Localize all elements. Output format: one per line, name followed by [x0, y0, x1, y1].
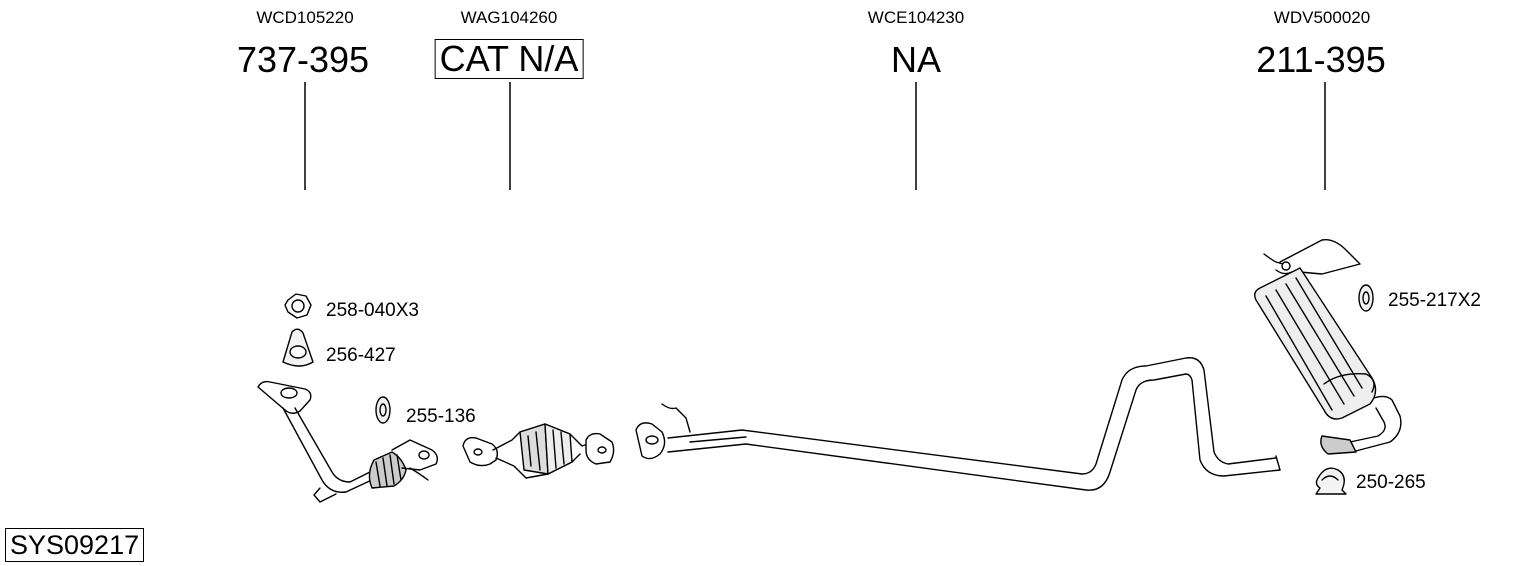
- system-id-box: SYS09217: [5, 528, 145, 562]
- ref-code-catalyst: WAG104260: [460, 8, 558, 27]
- ref-code-middle-pipe: WCE104230: [867, 8, 965, 27]
- gasket-icon: [282, 328, 314, 367]
- ref-code-rear-silencer: WDV500020: [1273, 8, 1371, 27]
- label-nut[interactable]: 258-040X3: [326, 300, 419, 321]
- part-number-middle-pipe[interactable]: NA: [890, 39, 942, 80]
- ref-code-front-pipe: WCD105220: [256, 8, 354, 27]
- part-number-front-pipe[interactable]: 737-395: [236, 39, 370, 80]
- label-hanger-rear[interactable]: 255-217X2: [1388, 290, 1481, 311]
- middle-pipe-icon: [635, 357, 1281, 491]
- hanger-front-icon: [375, 396, 391, 424]
- label-hanger-front[interactable]: 255-136: [406, 406, 476, 427]
- label-clamp[interactable]: 250-265: [1356, 472, 1426, 493]
- part-number-catalyst[interactable]: CAT N/A: [434, 39, 584, 79]
- clamp-icon: [1315, 467, 1347, 495]
- nut-icon: [284, 293, 312, 319]
- catalyst-icon: [462, 423, 615, 479]
- hanger-rear-icon: [1358, 284, 1374, 312]
- rear-silencer-icon: [1253, 239, 1402, 455]
- front-pipe-icon: [257, 380, 439, 503]
- part-number-rear-silencer[interactable]: 211-395: [1256, 39, 1386, 80]
- leader-lines: [304, 82, 1326, 190]
- label-gasket[interactable]: 256-427: [326, 345, 396, 366]
